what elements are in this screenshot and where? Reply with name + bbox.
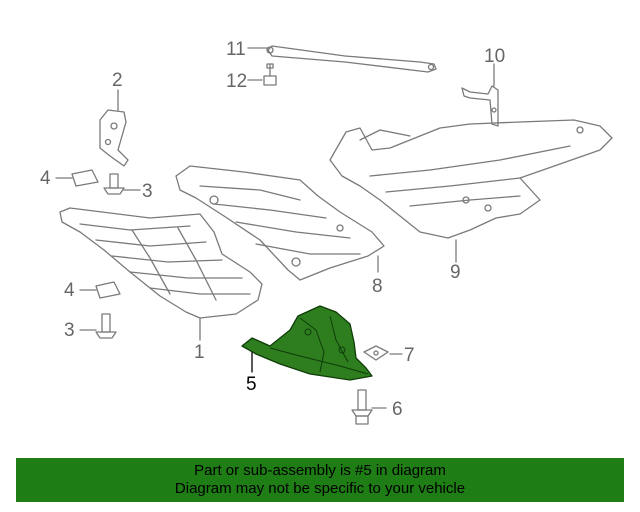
leader-lines bbox=[55, 47, 495, 409]
callout-12: 12 bbox=[226, 71, 247, 92]
callout-2: 2 bbox=[112, 70, 123, 91]
part-1-front-shield[interactable] bbox=[59, 207, 263, 319]
callout-11: 11 bbox=[226, 39, 246, 60]
callout-1: 1 bbox=[194, 342, 205, 363]
banner-line-disclaimer: Diagram may not be specific to your vehi… bbox=[174, 480, 466, 497]
part-3-screw-lower[interactable] bbox=[95, 313, 117, 339]
callout-8: 8 bbox=[372, 276, 383, 297]
part-2-bracket[interactable] bbox=[99, 109, 129, 167]
info-banner: Part or sub-assembly is #5 in diagram Di… bbox=[16, 458, 624, 502]
part-4-clip-lower[interactable] bbox=[95, 281, 121, 299]
callout-7: 7 bbox=[404, 345, 415, 366]
callout-9: 9 bbox=[450, 262, 461, 283]
part-5-skid-plate[interactable] bbox=[241, 305, 373, 381]
part-11-rod[interactable] bbox=[266, 45, 437, 73]
part-4-clip-upper[interactable] bbox=[71, 169, 99, 187]
callout-4-upper: 4 bbox=[40, 168, 51, 189]
part-7-nut[interactable] bbox=[363, 345, 389, 361]
part-8-middle-shield[interactable] bbox=[175, 165, 385, 281]
callout-3-lower: 3 bbox=[64, 320, 75, 341]
banner-line-part: Part or sub-assembly is #5 in diagram bbox=[194, 462, 446, 479]
callout-4-lower: 4 bbox=[64, 280, 75, 301]
part-6-bolt[interactable] bbox=[351, 389, 373, 425]
callout-10: 10 bbox=[484, 46, 505, 67]
part-10-bracket[interactable] bbox=[461, 85, 499, 127]
part-9-rear-shield[interactable] bbox=[329, 119, 613, 239]
parts-diagram: 11 12 10 2 4 3 8 9 4 3 1 7 5 6 bbox=[40, 39, 613, 425]
callout-5: 5 bbox=[246, 374, 257, 395]
part-12-bolt[interactable] bbox=[263, 63, 277, 86]
callout-6: 6 bbox=[392, 399, 403, 420]
callout-3-upper: 3 bbox=[142, 181, 153, 202]
part-3-screw-upper[interactable] bbox=[103, 173, 125, 195]
